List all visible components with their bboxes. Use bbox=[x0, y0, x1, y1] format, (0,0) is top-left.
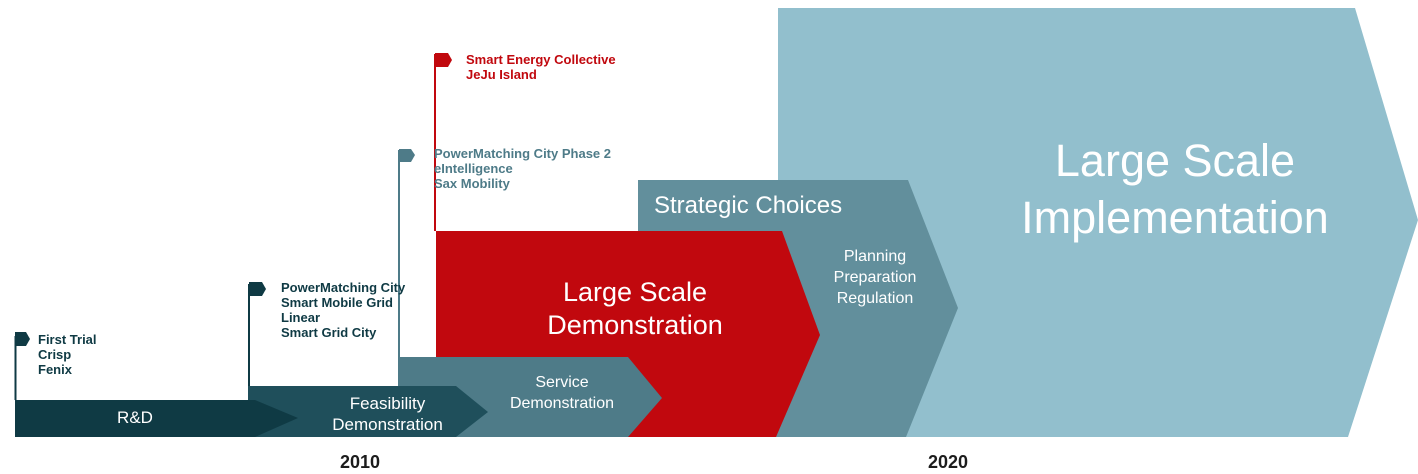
large-demo-label: Large Scale Demonstration bbox=[547, 277, 723, 340]
rd-arrow bbox=[15, 400, 298, 437]
feasibility-arrow bbox=[248, 386, 488, 437]
milestone-4-text: Smart Energy Collective JeJu Island bbox=[466, 52, 616, 82]
milestone-flag-1 bbox=[14, 332, 30, 400]
year-2020: 2020 bbox=[928, 452, 969, 472]
implementation-label: Large Scale Implementation bbox=[1021, 135, 1329, 243]
year-2010: 2010 bbox=[340, 452, 381, 472]
flag-2-icon bbox=[249, 282, 266, 296]
milestone-2-text: PowerMatching City Smart Mobile Grid Lin… bbox=[281, 280, 406, 340]
milestone-flag-2 bbox=[248, 282, 266, 386]
milestone-flag-4 bbox=[434, 53, 452, 231]
strategic-items: Planning Preparation Regulation bbox=[833, 248, 917, 307]
service-label: Service Demonstration bbox=[509, 374, 615, 412]
milestone-1-text: First Trial Crisp Fenix bbox=[38, 332, 97, 377]
milestone-flag-3 bbox=[398, 149, 415, 357]
flag-3-icon bbox=[399, 149, 415, 162]
strategic-choices-title: Strategic Choices bbox=[654, 192, 843, 219]
rd-label: R&D bbox=[117, 408, 153, 427]
flag-4-icon bbox=[435, 53, 452, 67]
milestone-3-text: PowerMatching City Phase 2 eIntelligence… bbox=[434, 146, 611, 191]
feasibility-label: Feasibility Demonstration bbox=[332, 394, 443, 434]
flag-1-icon bbox=[15, 332, 30, 346]
